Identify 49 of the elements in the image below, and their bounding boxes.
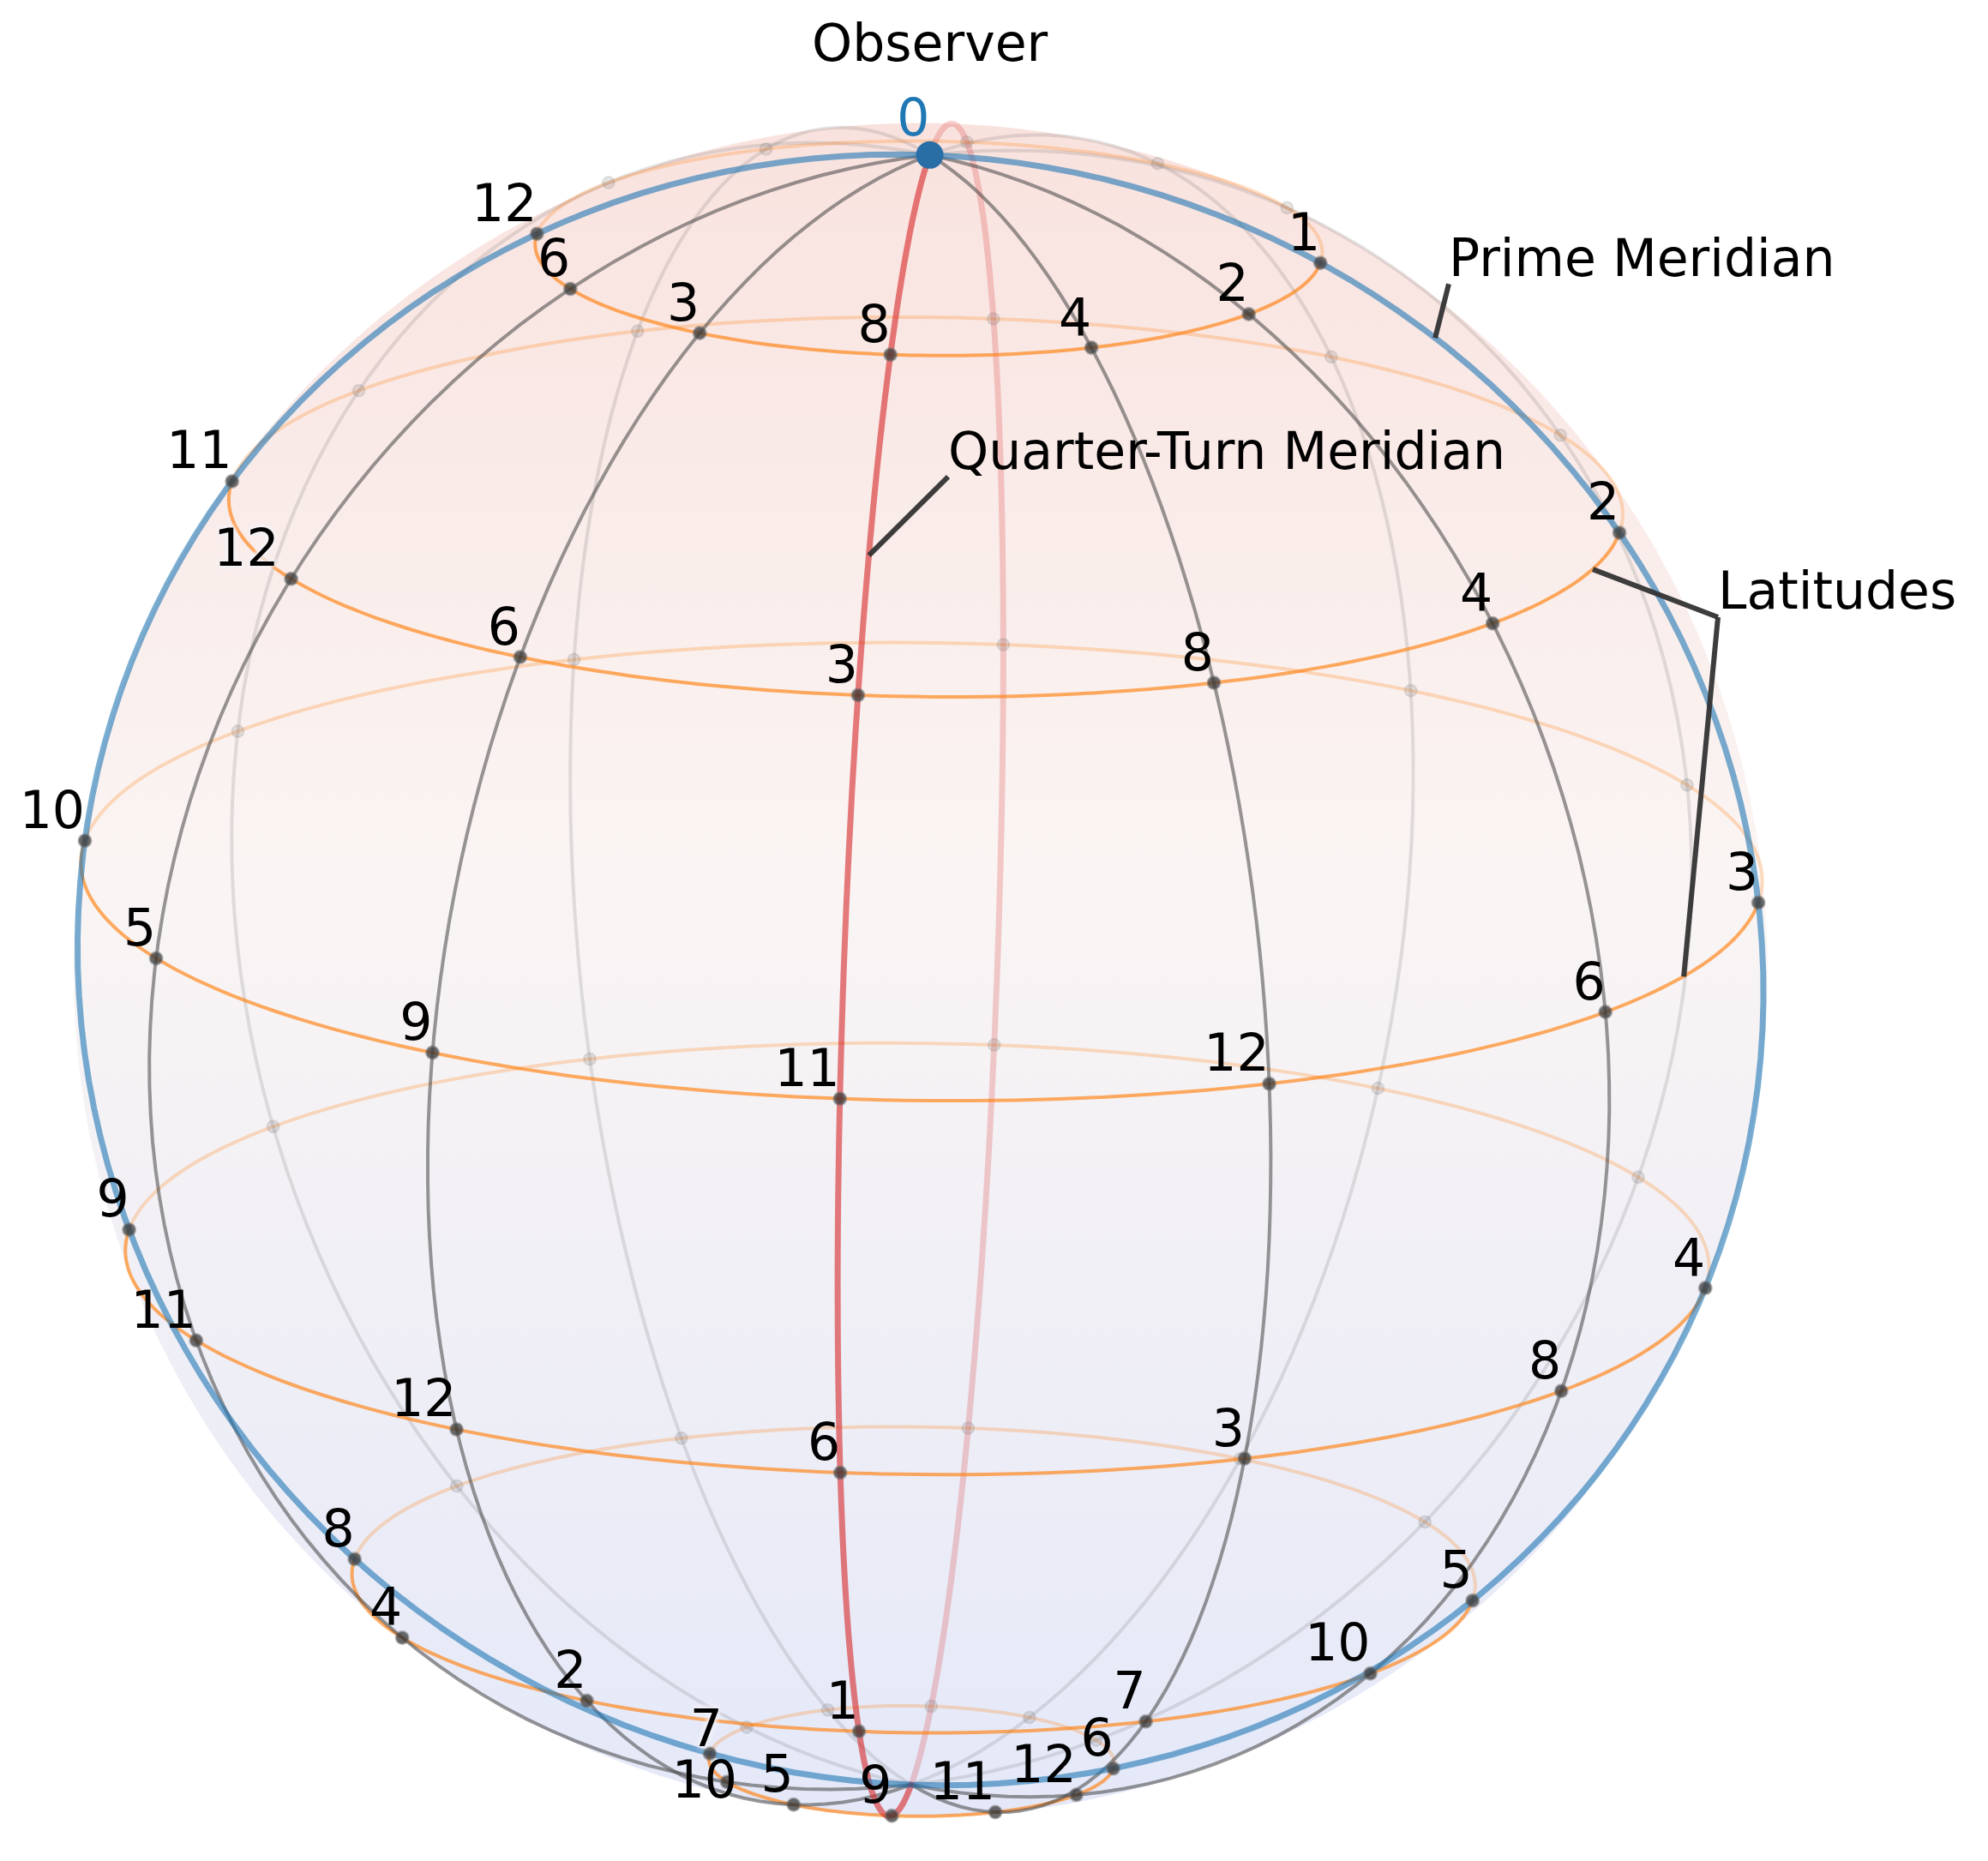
point-number: 9 bbox=[96, 1178, 129, 1220]
point-number: 11 bbox=[774, 1047, 840, 1089]
point-number: 3 bbox=[1725, 851, 1759, 893]
point-number: 4 bbox=[1058, 296, 1092, 338]
point-number: 4 bbox=[369, 1586, 403, 1628]
leader-line bbox=[1681, 616, 1721, 977]
point-number: 8 bbox=[321, 1507, 355, 1549]
point-number: 8 bbox=[1180, 631, 1215, 673]
point-number: 6 bbox=[808, 1420, 841, 1462]
point-number: 5 bbox=[760, 1753, 794, 1795]
point-number: 9 bbox=[399, 1001, 433, 1043]
point-number: 12 bbox=[1204, 1032, 1270, 1074]
point-number: 4 bbox=[1673, 1236, 1706, 1278]
point-number: 11 bbox=[166, 429, 232, 471]
point-number: 0 bbox=[897, 96, 930, 138]
leader-line bbox=[867, 475, 951, 558]
point-number: 1 bbox=[826, 1679, 860, 1721]
point-number: 7 bbox=[1113, 1670, 1146, 1712]
point-number: 9 bbox=[859, 1764, 892, 1806]
point-number: 10 bbox=[19, 789, 85, 831]
point-number: 4 bbox=[1459, 572, 1493, 614]
point-number: 12 bbox=[391, 1378, 457, 1420]
observer-label: Observer bbox=[812, 12, 1048, 74]
point-number: 11 bbox=[130, 1288, 196, 1330]
annotation-label: Quarter-Turn Meridian bbox=[948, 420, 1505, 482]
point-number: 2 bbox=[1216, 262, 1249, 304]
point-number: 3 bbox=[667, 281, 700, 323]
annotation-label: Prime Meridian bbox=[1449, 227, 1835, 289]
leader-line bbox=[1591, 567, 1720, 620]
point-number: 2 bbox=[1586, 481, 1620, 523]
point-number: 3 bbox=[1211, 1407, 1245, 1449]
point-number: 12 bbox=[1011, 1743, 1077, 1785]
annotation-label: Latitudes bbox=[1718, 560, 1957, 621]
point-number: 6 bbox=[538, 237, 571, 279]
point-number: 5 bbox=[1439, 1549, 1473, 1591]
point-number: 12 bbox=[471, 182, 538, 224]
point-number: 1 bbox=[1288, 211, 1321, 253]
point-number: 8 bbox=[857, 303, 891, 345]
point-number: 3 bbox=[825, 643, 858, 685]
point-number: 6 bbox=[487, 605, 520, 647]
point-number: 10 bbox=[1305, 1622, 1371, 1664]
point-number: 2 bbox=[554, 1649, 587, 1691]
leader-line bbox=[1432, 283, 1451, 339]
point-number: 6 bbox=[1080, 1717, 1114, 1759]
point-number: 8 bbox=[1529, 1339, 1562, 1381]
point-number: 11 bbox=[929, 1761, 996, 1803]
point-number: 10 bbox=[671, 1758, 737, 1800]
point-number: 5 bbox=[123, 906, 157, 948]
point-number: 6 bbox=[1572, 960, 1606, 1002]
